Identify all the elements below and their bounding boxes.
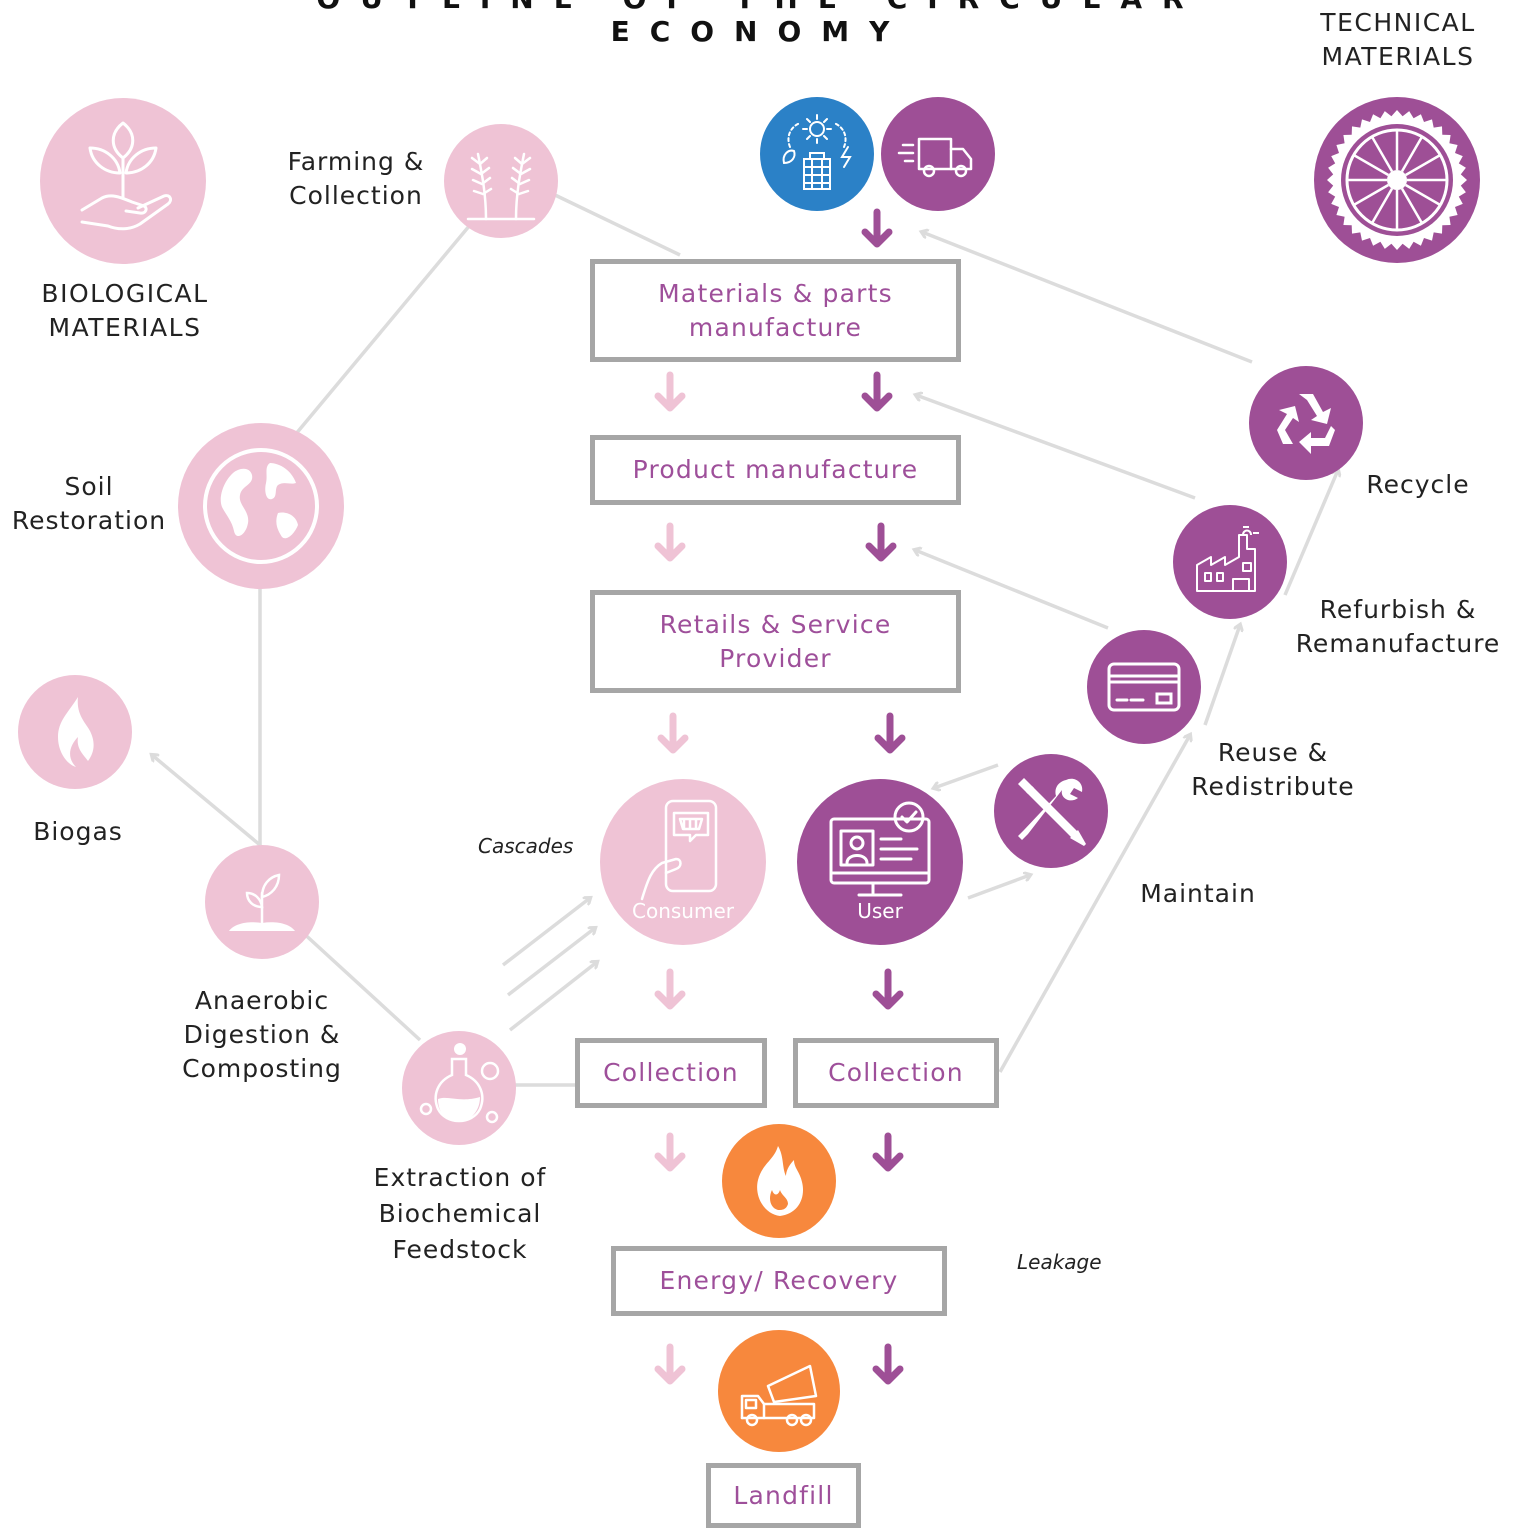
collection-tech-box: Collection [793,1038,999,1108]
landfill-circle [718,1330,840,1452]
arrow-down-purple [861,208,893,248]
landfill-box: Landfill [706,1463,861,1528]
arrow-down-purple [872,1343,904,1385]
transport-circle [881,97,995,211]
diagram-title: OUTLINE OF THE CIRCULAR ECONOMY [316,0,1183,48]
refurbish-circle [1173,505,1287,619]
line-farming-materials [554,193,681,257]
factory-icon [1196,526,1259,592]
arrow-down-pink [654,1132,686,1172]
materials-manufacture-label: Materials & parts manufacture [658,278,893,342]
arrow-collection-reuse [998,735,1190,1073]
credit-card-icon [1107,662,1181,712]
pink-down-arrows [654,371,689,1385]
product-manufacture-label: Product manufacture [632,455,919,484]
retail-service-label: Retails & Service Provider [659,609,892,673]
recycle-circle [1249,366,1363,480]
energy-recovery-box: Energy/ Recovery [611,1246,947,1316]
arrow-down-pink [654,1343,686,1385]
energy-source-circle [760,97,874,211]
arrow-down-pink [657,712,689,754]
recycle-icon [1277,394,1335,454]
arrow-recycle-materials [922,232,1253,364]
extraction-label: Extraction of Biochemical Feedstock [373,1163,547,1264]
energy-circle [722,1124,836,1238]
biological-materials-heading: BIOLOGICAL MATERIALS [41,279,209,342]
line-anaerobic-extraction [298,928,422,1042]
tools-icon [1018,778,1086,846]
farming-label: Farming & Collection [287,147,425,210]
arrow-user-maintain [967,875,1030,900]
sprout-icon [229,873,295,931]
retail-service-box: Retails & Service Provider [590,590,961,693]
arrow-reuse-retail [915,550,1109,630]
collection-bio-box: Collection [575,1038,767,1108]
hand-plant-icon [80,121,173,231]
user-label: User [857,899,903,923]
product-manufacture-box: Product manufacture [590,435,961,505]
arrow-down-pink [654,522,686,562]
biogas-circle [18,675,132,789]
arrow-refurbish-product [916,395,1196,500]
extraction-circle [402,1031,516,1145]
leakage-label: Leakage [1017,1250,1102,1274]
wheat-icon [466,152,536,221]
reuse-circle [1087,630,1201,744]
arrow-down-purple [872,1132,904,1172]
user-circle: User [797,779,963,945]
delivery-truck-icon [897,137,973,178]
globe-icon [203,448,319,564]
arrow-down-purple [874,712,906,754]
biological-materials-circle [40,98,206,264]
arrow-refurbish-recycle [1283,470,1338,596]
monitor-user-icon [829,801,931,897]
farming-circle [444,124,558,238]
wheel-icon [1327,110,1467,250]
arrow-down-pink [654,968,686,1010]
renewable-energy-icon [782,114,852,190]
arrow-down-purple [865,522,897,562]
cascades-label: Cascades [478,834,574,858]
arrow-down-purple [872,968,904,1010]
arrow-cascade-1 [501,898,590,967]
refurbish-label: Refurbish & Remanufacture [1295,595,1501,658]
fire-icon [757,1146,804,1216]
arrow-maintain-user [934,763,999,788]
consumer-circle: Consumer [600,779,766,945]
biogas-label: Biogas [33,817,123,846]
flame-icon [58,697,94,767]
arrow-cascade-2 [506,928,595,997]
recycle-label: Recycle [1366,470,1470,499]
collection-bio-label: Collection [603,1058,739,1087]
arrow-down-pink [654,371,686,412]
dump-truck-icon [740,1364,818,1427]
technical-materials-heading: TECHNICAL MATERIALS [1320,8,1476,71]
landfill-label: Landfill [733,1480,834,1510]
purple-down-arrows [861,208,906,1385]
anaerobic-circle [205,845,319,959]
arrow-cascade-3 [508,962,597,1032]
anaerobic-label: Anaerobic Digestion & Composting [182,986,342,1083]
materials-manufacture-box: Materials & parts manufacture [590,259,961,362]
collection-tech-label: Collection [828,1058,964,1087]
reuse-label: Reuse & Redistribute [1191,738,1355,801]
soil-restoration-circle [178,423,344,589]
phone-shopping-icon [640,799,718,901]
technical-materials-circle [1314,97,1480,263]
maintain-label: Maintain [1140,879,1256,908]
arrow-down-purple [861,371,893,412]
line-farming-soil [293,223,472,437]
flask-icon [419,1043,500,1124]
maintain-circle [994,754,1108,868]
consumer-label: Consumer [632,899,734,923]
arrow-reuse-refurbish [1203,625,1240,726]
energy-recovery-label: Energy/ Recovery [659,1266,899,1295]
arrow-to-biogas [152,755,262,847]
soil-restoration-label: Soil Restoration [11,472,167,535]
